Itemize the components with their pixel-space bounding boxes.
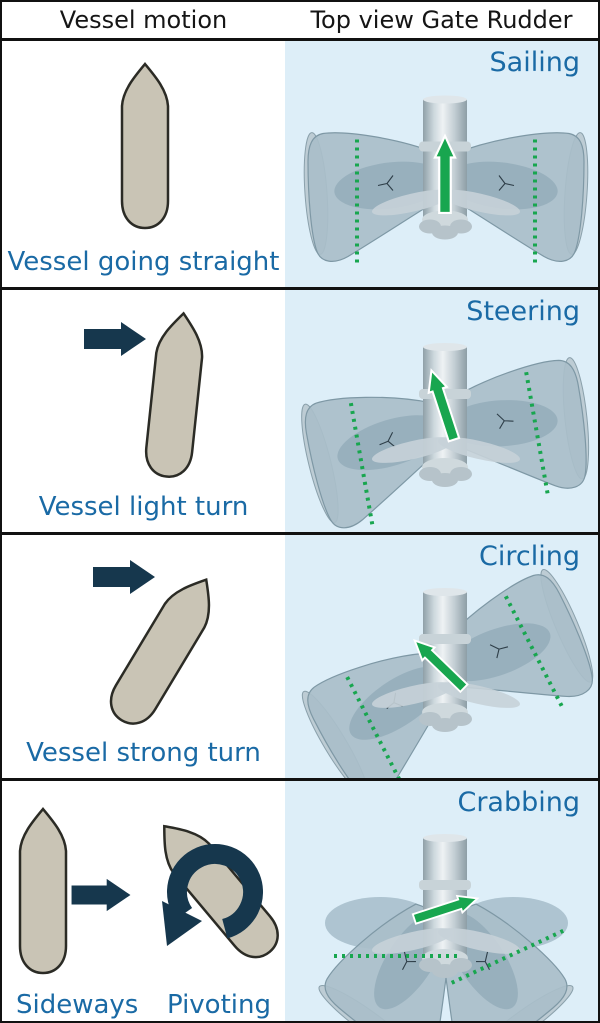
- gate-rudder-cell: Steering: [285, 290, 598, 532]
- motion-caption-pivoting: Pivoting: [166, 990, 271, 1020]
- vessel-motion-cell: Vessel strong turn: [2, 535, 285, 778]
- header-vessel-motion: Vessel motion: [59, 6, 228, 34]
- arrow-right-icon: [84, 322, 146, 356]
- motion-caption-sideways: Sideways: [16, 990, 139, 1020]
- motion-caption: Vessel strong turn: [26, 738, 261, 768]
- vessel-sideways-pivot-graphic: [18, 807, 285, 975]
- motion-caption-pair: Sideways Pivoting: [2, 990, 285, 1020]
- gate-rudder-cell: Circling: [285, 535, 598, 778]
- rotation-ccw-arrow-icon: [162, 844, 263, 946]
- arrow-right-icon: [71, 878, 131, 912]
- motion-caption: Vessel going straight: [7, 247, 280, 277]
- row-sailing: Vessel going straight Sailing: [2, 41, 598, 290]
- vessel-hull-icon: [100, 566, 228, 734]
- mode-label: Circling: [479, 541, 580, 572]
- mode-label: Steering: [466, 296, 580, 327]
- motion-caption: Vessel light turn: [38, 492, 249, 522]
- header-top-view-gate-rudder: Top view Gate Rudder: [310, 6, 573, 34]
- vessel-hull-icon: [142, 309, 208, 481]
- gate-rudder-render: [311, 834, 581, 1021]
- row-steering: Vessel light turn Steering: [2, 290, 598, 535]
- vessel-motion-cell: Vessel light turn: [2, 290, 285, 532]
- mode-label: Crabbing: [457, 787, 580, 818]
- header-row: Vessel motion Top view Gate Rudder: [2, 2, 598, 41]
- row-circling: Vessel strong turn Circling: [2, 535, 598, 781]
- mode-label: Sailing: [489, 47, 580, 78]
- vessel-hull-icon: [18, 807, 68, 975]
- gate-rudder-cell: Crabbing: [285, 781, 598, 1021]
- vessel-motion-cell: Vessel going straight: [2, 41, 285, 287]
- vessel-hull-icon: [120, 62, 170, 230]
- gate-rudder-cell: Sailing: [285, 41, 598, 287]
- arrow-right-icon: [93, 560, 155, 594]
- row-crabbing: Sideways Pivoting Crabbing: [2, 781, 598, 1021]
- vessel-motion-cell: Sideways Pivoting: [2, 781, 285, 1021]
